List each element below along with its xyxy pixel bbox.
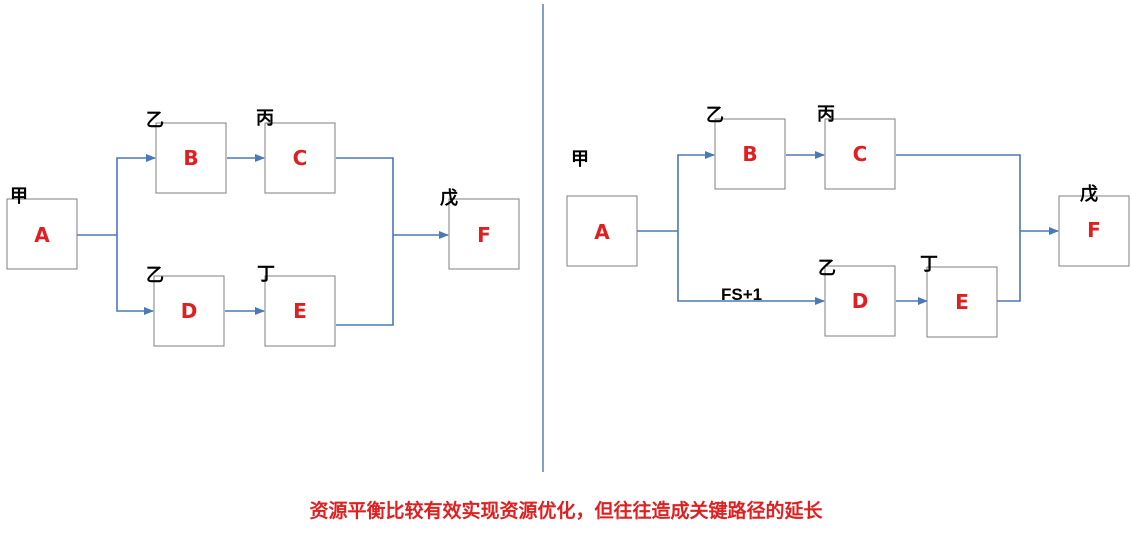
left-diagram: A B C D E F 甲 乙 丙 乙 丁 戊	[6, 108, 520, 347]
right-node-f-resource: 戊	[1080, 184, 1098, 205]
right-node-a-letter: A	[594, 220, 610, 244]
left-node-b-resource: 乙	[146, 110, 164, 131]
left-node-c-resource: 丙	[256, 108, 274, 129]
left-node-e-box	[264, 275, 336, 347]
right-node-e-resource: 丁	[920, 254, 938, 275]
right-edge-c-merge	[896, 154, 1021, 231]
right-diagram: A B C D E F 甲 乙 丙 乙 丁 戊 FS+1	[566, 104, 1130, 338]
left-node-d-letter: D	[181, 299, 198, 323]
left-node-c-letter: C	[293, 146, 308, 170]
right-node-a-box	[566, 195, 638, 267]
left-node-c-box	[264, 122, 336, 194]
right-node-d-resource: 乙	[818, 258, 836, 279]
right-node-c-box	[824, 118, 896, 190]
left-node-b-box	[155, 122, 227, 194]
right-node-e-box	[926, 266, 998, 338]
left-node-f-box	[448, 198, 520, 270]
right-node-f-letter: F	[1087, 218, 1101, 242]
left-edge-a-d	[116, 235, 154, 315]
left-node-f-resource: 戊	[440, 188, 458, 209]
right-edge-e-merge	[997, 231, 1021, 302]
right-node-d-box	[824, 265, 896, 337]
right-lag-label: FS+1	[721, 285, 762, 304]
right-node-e-letter: E	[955, 290, 969, 314]
left-node-a-resource: 甲	[10, 186, 28, 207]
right-node-b-letter: B	[742, 142, 757, 166]
right-node-b-box	[714, 118, 786, 190]
left-node-e-resource: 丁	[257, 264, 275, 285]
left-node-a-letter: A	[34, 223, 50, 247]
right-edge-a-d	[677, 231, 825, 305]
caption: 资源平衡比较有效实现资源优化，但往往造成关键路径的延长	[309, 500, 823, 522]
left-edge-a-b	[116, 154, 156, 235]
right-node-a-resource: 甲	[571, 149, 589, 170]
left-node-e-letter: E	[293, 299, 307, 323]
right-node-f-box	[1058, 195, 1130, 267]
right-edge-a-b	[677, 151, 715, 231]
left-node-d-resource: 乙	[146, 265, 164, 286]
left-edge-e-merge	[336, 235, 394, 326]
left-node-b-letter: B	[183, 146, 198, 170]
right-node-c-letter: C	[853, 142, 868, 166]
right-node-d-letter: D	[852, 289, 869, 313]
left-node-a-box	[6, 198, 78, 270]
right-node-c-resource: 丙	[817, 104, 835, 125]
right-node-b-resource: 乙	[706, 105, 724, 126]
left-edge-c-merge	[336, 157, 394, 235]
left-node-f-letter: F	[477, 223, 491, 247]
left-node-d-box	[153, 275, 225, 347]
